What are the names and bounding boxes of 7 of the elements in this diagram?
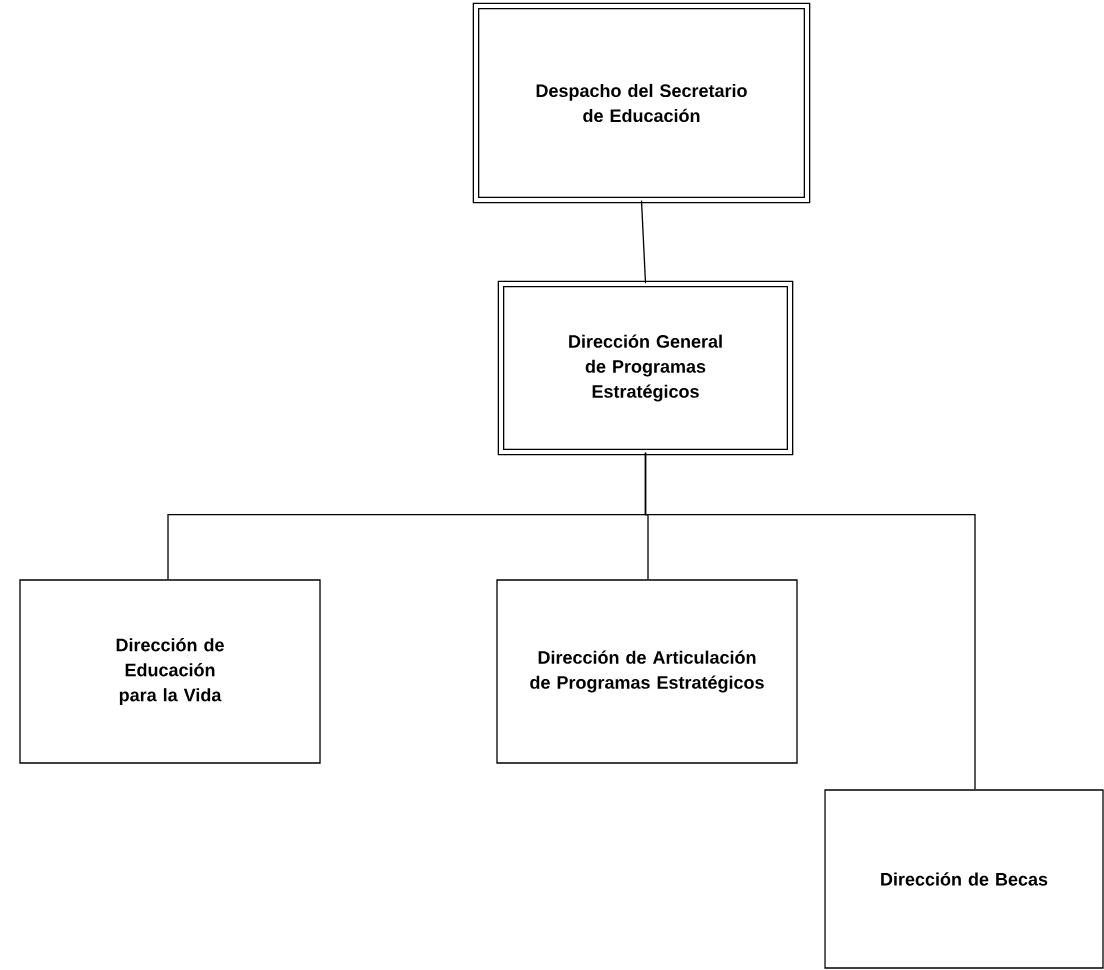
connector-line bbox=[640, 200, 647, 284]
connector-line bbox=[644, 452, 976, 790]
org-box: Despacho del Secretario de Educación bbox=[472, 2, 811, 204]
org-box: Dirección de Articulación de Programas Estratégicos bbox=[496, 579, 798, 764]
org-box: Dirección General de Programas Estratégicos bbox=[497, 280, 794, 456]
org-box: Dirección de Becas bbox=[824, 789, 1104, 969]
org-box: Dirección de Educación para la Vida bbox=[19, 579, 321, 764]
